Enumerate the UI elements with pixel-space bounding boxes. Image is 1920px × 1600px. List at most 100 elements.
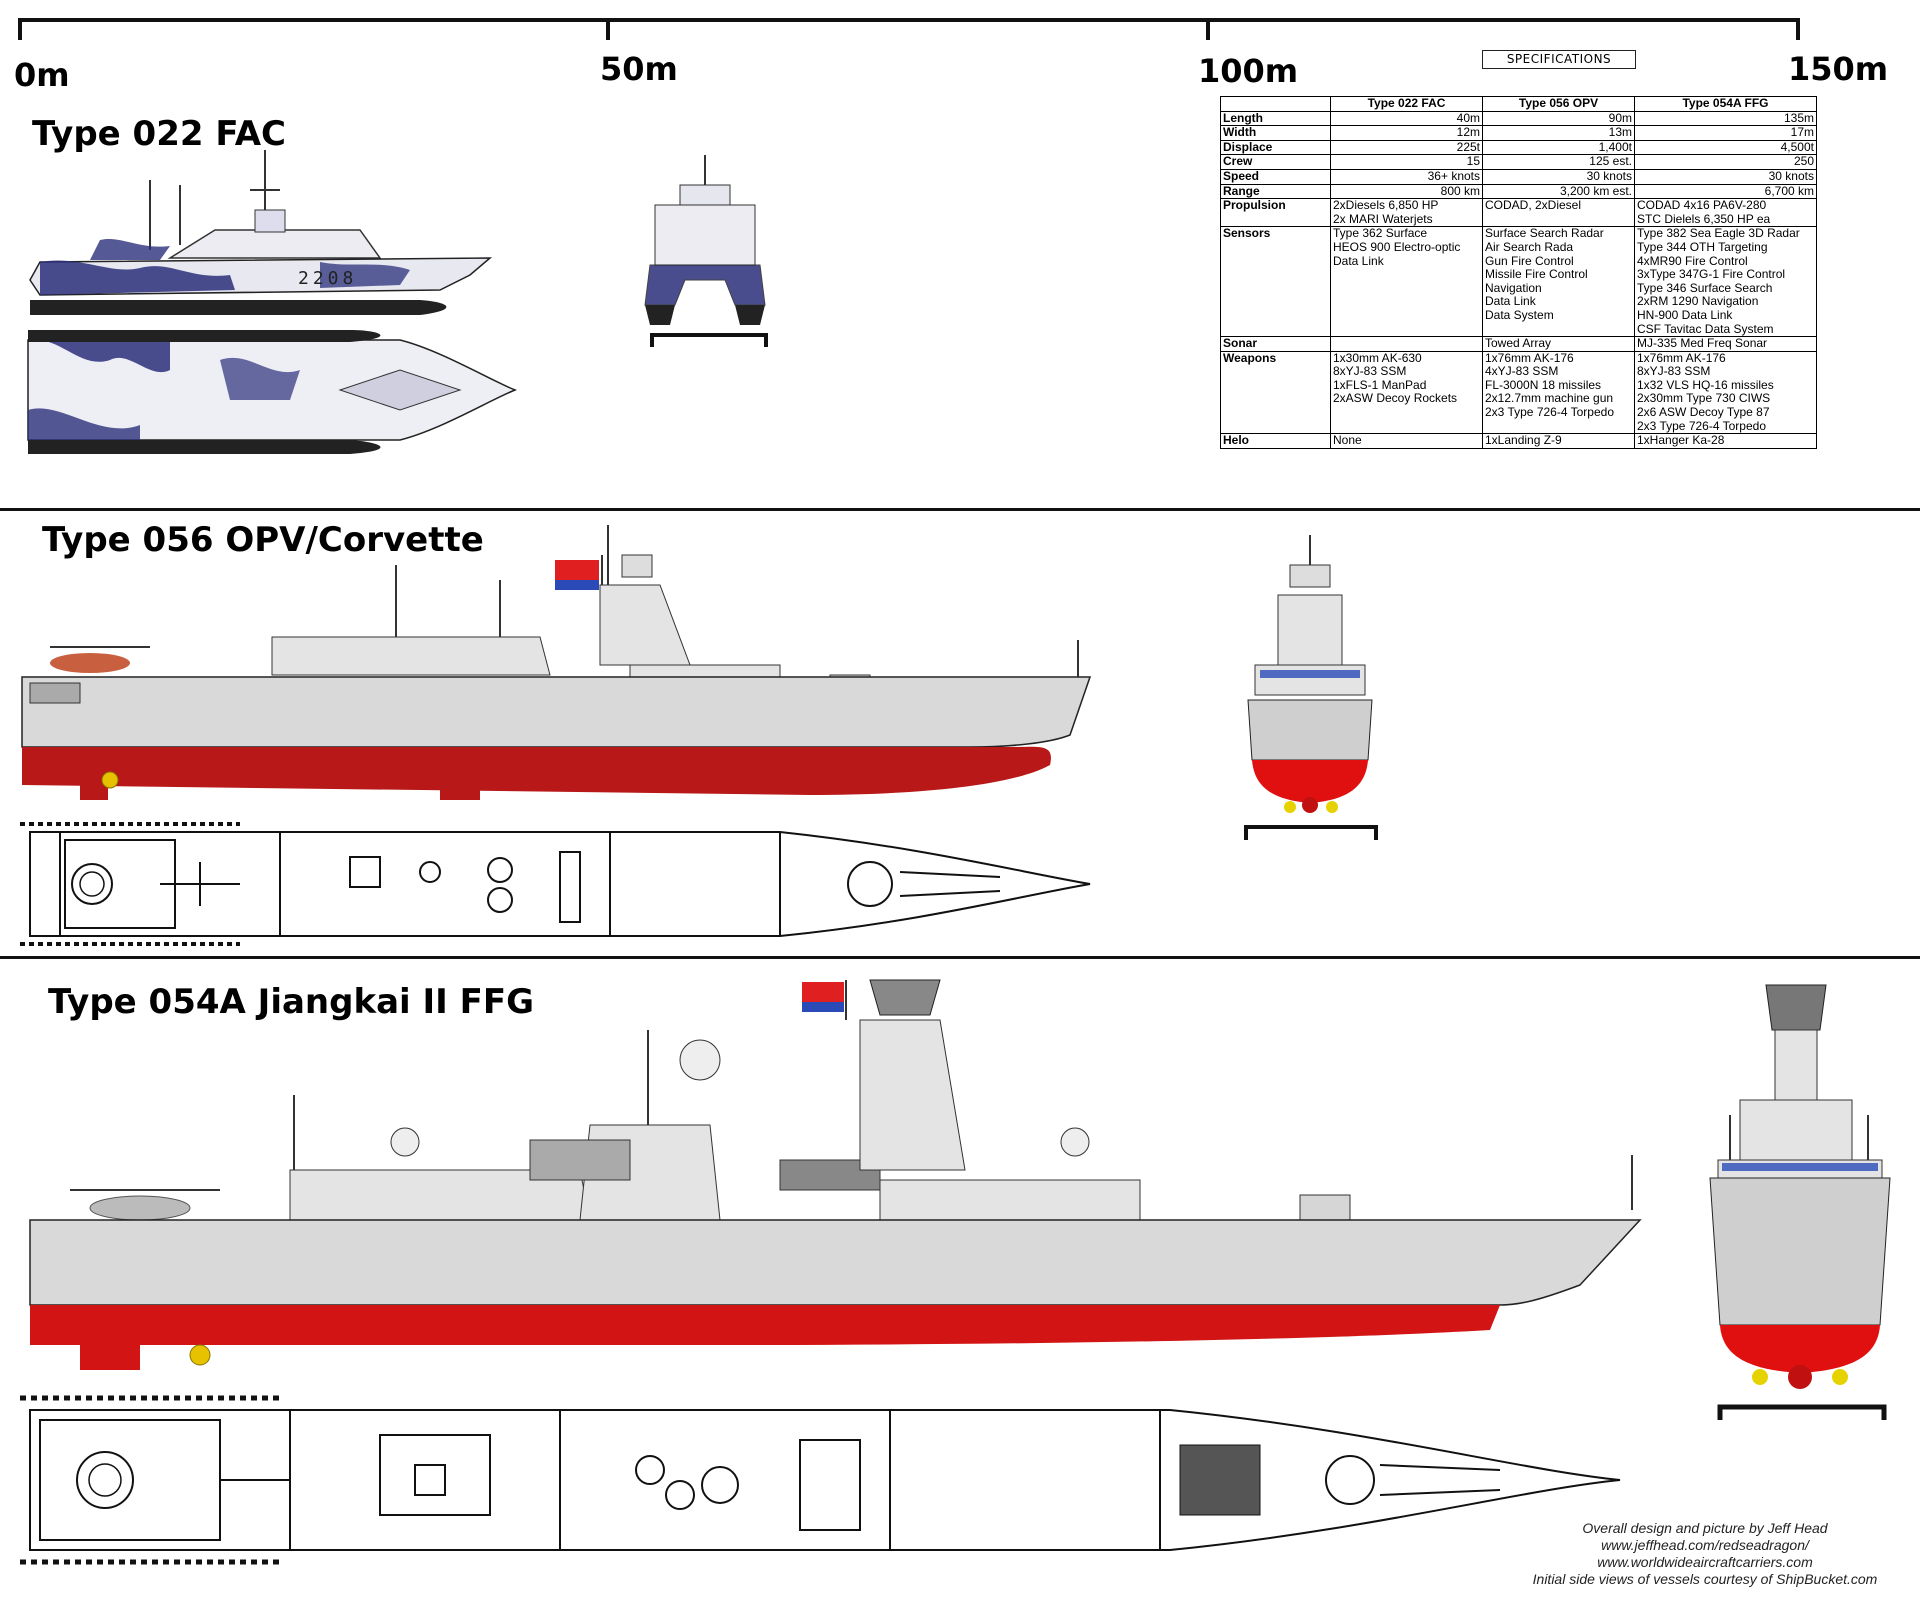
spec-cell-line: 8xYJ-83 SSM bbox=[1333, 364, 1407, 379]
spec-cell-line: STC Dielels 6,350 HP ea bbox=[1637, 211, 1771, 226]
spec-cell-line: 2xRM 1290 Navigation bbox=[1637, 294, 1759, 309]
spec-cell-line: 1x30mm AK-630 bbox=[1333, 351, 1422, 365]
spec-cell-line bbox=[1333, 338, 1480, 351]
spec-cell-line: FL-3000N 18 missiles bbox=[1485, 377, 1602, 392]
spec-cell: 135m bbox=[1634, 110, 1817, 127]
type-056-side-view bbox=[21, 525, 1092, 800]
spec-cell-line: 2x6 ASW Decoy Type 87 bbox=[1637, 405, 1770, 420]
spec-cell: 13m bbox=[1482, 125, 1635, 141]
credits: Overall design and picture by Jeff Head … bbox=[1500, 1520, 1910, 1588]
spec-row-label: Speed bbox=[1220, 168, 1331, 185]
type-056-front-view bbox=[1244, 535, 1378, 840]
spec-cell: 4,500t bbox=[1634, 139, 1817, 156]
spec-row-label: Weapons bbox=[1220, 350, 1331, 435]
spec-cell-line: 1x76mm AK-176 bbox=[1485, 351, 1574, 365]
spec-row-label: Crew bbox=[1220, 154, 1331, 170]
specifications-title: SPECIFICATIONS bbox=[1482, 50, 1636, 69]
spec-cell-line: 2x12.7mm machine gun bbox=[1485, 391, 1614, 406]
spec-cell: 1,400t bbox=[1482, 139, 1635, 156]
spec-cell-line: CODAD 4x16 PA6V-280 bbox=[1637, 198, 1767, 213]
spec-cell-line: Data Link bbox=[1485, 294, 1536, 309]
spec-cell-line: None bbox=[1333, 433, 1362, 448]
spec-cell-line: 1xFLS-1 ManPad bbox=[1333, 377, 1427, 392]
spec-cell-line: 4xYJ-83 SSM bbox=[1485, 364, 1559, 379]
spec-row-label: Range bbox=[1220, 183, 1331, 200]
spec-row-label: Helo bbox=[1220, 433, 1331, 449]
spec-cell: 225t bbox=[1330, 139, 1483, 156]
spec-cell-line: Navigation bbox=[1485, 280, 1542, 295]
spec-cell: 12m bbox=[1330, 125, 1483, 141]
scale-label-50m: 50m bbox=[600, 50, 678, 88]
spec-row-sonar: Sonar Towed Array MJ-335 Med Freq Sonar bbox=[1220, 336, 1817, 352]
spec-cell: CODAD, 2xDiesel bbox=[1482, 198, 1635, 228]
spec-cell: 1xLanding Z-9 bbox=[1482, 433, 1635, 449]
spec-row-label: Width bbox=[1220, 125, 1331, 141]
spec-header-empty bbox=[1220, 96, 1331, 112]
spec-cell-line: Data System bbox=[1485, 307, 1554, 322]
spec-cell-line: HN-900 Data Link bbox=[1637, 307, 1733, 322]
credit-line: Overall design and picture by Jeff Head bbox=[1582, 1520, 1828, 1536]
spec-cell bbox=[1330, 336, 1483, 352]
spec-cell-line: Gun Fire Control bbox=[1485, 253, 1574, 268]
spec-cell-line: Type 346 Surface Search bbox=[1637, 280, 1773, 295]
scale-label-0m: 0m bbox=[14, 56, 70, 94]
spec-cell-line: 1xLanding Z-9 bbox=[1485, 433, 1562, 448]
credit-line: www.jeffhead.com/redseadragon/ bbox=[1601, 1537, 1809, 1553]
spec-cell-line: 2xDiesels 6,850 HP bbox=[1333, 198, 1439, 213]
specifications-table: Type 022 FAC Type 056 OPV Type 054A FFG … bbox=[1220, 96, 1817, 449]
spec-cell: MJ-335 Med Freq Sonar bbox=[1634, 336, 1817, 352]
spec-cell: 30 knots bbox=[1634, 168, 1817, 185]
spec-cell: 17m bbox=[1634, 125, 1817, 141]
type-054a-side-view bbox=[29, 979, 1642, 1370]
spec-cell: Towed Array bbox=[1482, 336, 1635, 352]
spec-cell-line: CODAD, 2xDiesel bbox=[1485, 198, 1582, 213]
credit-line: Initial side views of vessels courtesy o… bbox=[1532, 1571, 1878, 1587]
spec-cell: 800 km bbox=[1330, 183, 1483, 200]
spec-cell-line: 1xHanger Ka-28 bbox=[1637, 433, 1725, 448]
spec-header-col: Type 056 OPV bbox=[1482, 96, 1635, 112]
credit-line: www.worldwideaircraftcarriers.com bbox=[1597, 1554, 1813, 1570]
spec-cell-line: Towed Array bbox=[1485, 336, 1552, 351]
spec-cell: 36+ knots bbox=[1330, 168, 1483, 185]
type-056-top-view bbox=[20, 822, 1091, 946]
spec-cell-line: 8xYJ-83 SSM bbox=[1637, 364, 1711, 379]
spec-header-col: Type 054A FFG bbox=[1634, 96, 1817, 112]
type-054a-top-view bbox=[20, 1395, 1621, 1565]
spec-cell-line: 2xASW Decoy Rockets bbox=[1333, 391, 1458, 406]
spec-cell-line: 4xMR90 Fire Control bbox=[1637, 253, 1748, 268]
spec-cell-line: Missile Fire Control bbox=[1485, 267, 1588, 282]
spec-cell-line: 2x3 Type 726-4 Torpedo bbox=[1485, 405, 1614, 420]
spec-cell-line: Type 362 Surface bbox=[1333, 226, 1428, 241]
section-divider bbox=[0, 508, 1920, 511]
spec-cell: 40m bbox=[1330, 110, 1483, 127]
spec-row-label: Sonar bbox=[1220, 336, 1331, 352]
spec-cell-line: 1x76mm AK-176 bbox=[1637, 351, 1726, 365]
ship-title-type-022: Type 022 FAC bbox=[32, 114, 286, 154]
spec-cell-line: Surface Search Radar bbox=[1485, 226, 1604, 241]
spec-cell: 6,700 km bbox=[1634, 183, 1817, 200]
type-022-side-view bbox=[29, 150, 493, 315]
spec-row-label: Propulsion bbox=[1220, 198, 1331, 228]
spec-cell: 30 knots bbox=[1482, 168, 1635, 185]
spec-cell-line: Type 382 Sea Eagle 3D Radar bbox=[1637, 226, 1800, 241]
spec-header-row: Type 022 FAC Type 056 OPV Type 054A FFG bbox=[1220, 96, 1817, 112]
scale-label-150m: 150m bbox=[1788, 50, 1889, 88]
spec-row-label: Length bbox=[1220, 110, 1331, 127]
spec-cell: None bbox=[1330, 433, 1483, 449]
spec-cell-line: CSF Tavitac Data System bbox=[1637, 321, 1774, 336]
spec-cell: 125 est. bbox=[1482, 154, 1635, 170]
